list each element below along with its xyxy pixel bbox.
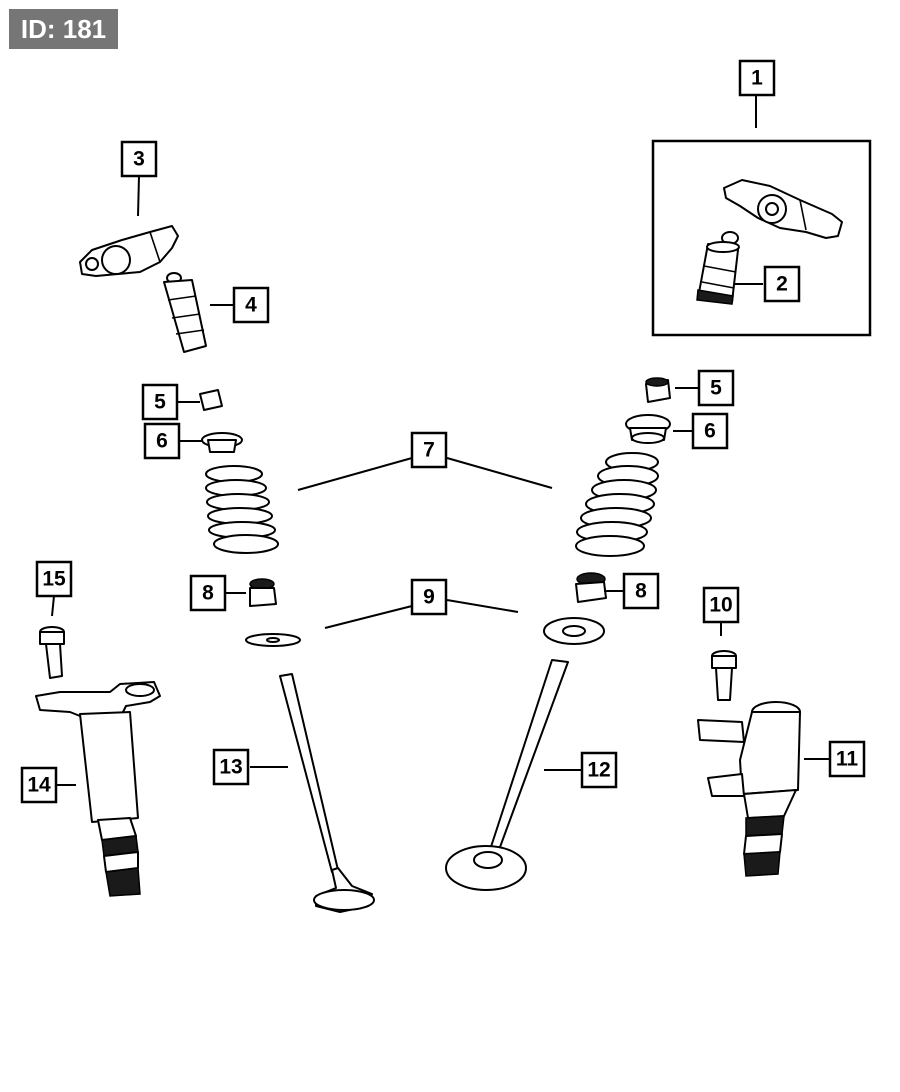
callout-label: 1: [751, 67, 763, 90]
callout-label: 8: [635, 580, 647, 603]
spring-seat-right: [543, 617, 605, 645]
callout-label: 10: [709, 594, 732, 617]
callout-label: 4: [245, 294, 257, 317]
lifter-left: [163, 272, 207, 353]
callout-10: 10: [702, 586, 740, 624]
callout-5-right: 5: [697, 369, 735, 407]
valve-retainer-left: [201, 432, 243, 453]
valve-lock-left: [199, 389, 223, 411]
callout-label: 6: [156, 430, 168, 453]
callout-6-left: 6: [143, 422, 181, 460]
callout-5-left: 5: [141, 383, 179, 421]
callout-label: 12: [587, 759, 610, 782]
callout-label: 11: [836, 748, 859, 771]
callout-label: 5: [710, 377, 722, 400]
spring-seat-left: [245, 633, 301, 647]
callout-label: 7: [423, 439, 435, 462]
valve-retainer-right: [625, 414, 671, 444]
rocker-arm-left: [79, 225, 179, 277]
bolt-right: [711, 650, 737, 701]
callout-14: 14: [20, 766, 58, 804]
callout-label: 5: [154, 391, 166, 414]
callout-8-right: 8: [622, 572, 660, 610]
callout-9: 9: [410, 578, 448, 616]
valve-spring-left: [205, 465, 279, 554]
inset-frame: [651, 139, 872, 337]
callout-7: 7: [410, 431, 448, 469]
callout-label: 8: [202, 582, 214, 605]
callout-11: 11: [828, 740, 866, 778]
valve-spring-right: [575, 452, 659, 557]
callout-8-left: 8: [189, 574, 227, 612]
oil-control-solenoid-right: [697, 701, 801, 877]
bolt-left: [39, 626, 65, 679]
callout-2: 2: [763, 265, 801, 303]
valve-stem-seal-left: [249, 578, 277, 607]
callout-label: 2: [776, 273, 788, 296]
callout-label: 3: [133, 148, 145, 171]
valve-stem-seal-right: [575, 572, 607, 603]
exhaust-valve-left: [279, 673, 375, 913]
callout-12: 12: [580, 751, 618, 789]
image-id-badge: ID: 181: [9, 9, 118, 49]
intake-valve-right: [445, 659, 569, 891]
lifter-inset: [696, 231, 740, 305]
callout-label: 9: [423, 586, 435, 609]
callout-label: 15: [42, 568, 66, 591]
oil-control-solenoid-left: [35, 681, 161, 897]
callout-15: 15: [35, 560, 73, 598]
callout-label: 13: [219, 756, 242, 779]
callout-label: 6: [704, 420, 716, 443]
leader-lines: [51, 95, 830, 786]
callout-4: 4: [232, 286, 270, 324]
callout-label: 14: [27, 774, 51, 797]
callout-6-right: 6: [691, 412, 729, 450]
valve-lock-right: [645, 377, 671, 403]
callout-1: 1: [738, 59, 776, 97]
callout-3: 3: [120, 140, 158, 178]
rocker-arm-assembly-inset: [723, 179, 843, 239]
callout-13: 13: [212, 748, 250, 786]
